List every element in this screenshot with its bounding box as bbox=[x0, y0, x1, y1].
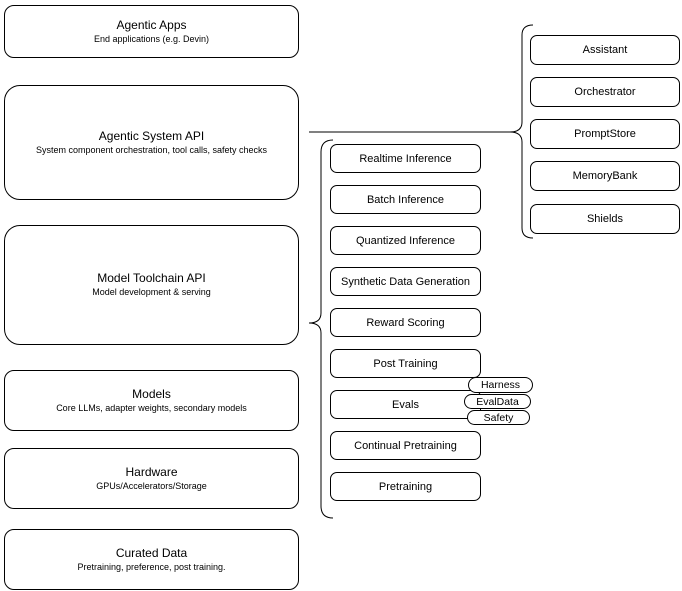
node-label: Realtime Inference bbox=[359, 152, 452, 165]
node-label: Reward Scoring bbox=[366, 316, 445, 329]
node-subtitle: End applications (e.g. Devin) bbox=[93, 33, 210, 44]
components-brace bbox=[509, 24, 534, 239]
pill-safety: Safety bbox=[467, 410, 530, 425]
node-model-toolchain-api: Model Toolchain API Model development & … bbox=[4, 225, 299, 345]
node-subtitle: Core LLMs, adapter weights, secondary mo… bbox=[56, 402, 247, 413]
node-synthetic-data-generation: Synthetic Data Generation bbox=[330, 267, 481, 296]
node-assistant: Assistant bbox=[530, 35, 680, 65]
node-label: Evals bbox=[392, 398, 419, 411]
node-batch-inference: Batch Inference bbox=[330, 185, 481, 214]
pill-label: EvalData bbox=[476, 395, 519, 408]
node-curated-data: Curated Data Pretraining, preference, po… bbox=[4, 529, 299, 590]
node-models: Models Core LLMs, adapter weights, secon… bbox=[4, 370, 299, 431]
node-hardware: Hardware GPUs/Accelerators/Storage bbox=[4, 448, 299, 509]
node-evals: Evals bbox=[330, 390, 481, 419]
node-reward-scoring: Reward Scoring bbox=[330, 308, 481, 337]
node-agentic-system-api: Agentic System API System component orch… bbox=[4, 85, 299, 200]
pill-harness: Harness bbox=[468, 377, 533, 393]
node-label: Synthetic Data Generation bbox=[340, 275, 471, 288]
node-orchestrator: Orchestrator bbox=[530, 77, 680, 107]
node-continual-pretraining: Continual Pretraining bbox=[330, 431, 481, 460]
node-label: PromptStore bbox=[574, 128, 636, 140]
node-title: Agentic System API bbox=[98, 128, 205, 143]
node-promptstore: PromptStore bbox=[530, 119, 680, 149]
node-label: Shields bbox=[586, 213, 624, 225]
node-realtime-inference: Realtime Inference bbox=[330, 144, 481, 173]
node-title: Model Toolchain API bbox=[97, 271, 206, 285]
node-label: Post Training bbox=[373, 357, 438, 370]
node-label: Orchestrator bbox=[574, 86, 636, 98]
node-post-training: Post Training bbox=[330, 349, 481, 378]
node-label: Assistant bbox=[582, 44, 628, 56]
node-label: Batch Inference bbox=[366, 193, 445, 206]
node-title: Agentic Apps bbox=[116, 17, 187, 32]
node-title: Hardware bbox=[125, 464, 178, 479]
node-shields: Shields bbox=[530, 204, 680, 234]
node-subtitle: Pretraining, preference, post training. bbox=[77, 561, 226, 572]
node-label: Quantized Inference bbox=[355, 234, 456, 247]
node-memorybank: MemoryBank bbox=[530, 161, 680, 191]
node-subtitle: Model development & serving bbox=[92, 287, 211, 297]
pill-label: Harness bbox=[480, 379, 521, 391]
node-subtitle: GPUs/Accelerators/Storage bbox=[96, 480, 207, 491]
node-subtitle: System component orchestration, tool cal… bbox=[35, 144, 268, 155]
pill-label: Safety bbox=[483, 411, 514, 424]
node-title: Curated Data bbox=[115, 545, 188, 560]
node-quantized-inference: Quantized Inference bbox=[330, 226, 481, 255]
node-label: MemoryBank bbox=[572, 170, 638, 182]
pill-evaldata: EvalData bbox=[464, 394, 531, 409]
node-label: Pretraining bbox=[378, 480, 433, 493]
node-pretraining: Pretraining bbox=[330, 472, 481, 501]
toolchain-brace bbox=[308, 139, 334, 519]
node-title: Models bbox=[132, 386, 171, 401]
node-agentic-apps: Agentic Apps End applications (e.g. Devi… bbox=[4, 5, 299, 58]
node-label: Continual Pretraining bbox=[354, 439, 457, 452]
